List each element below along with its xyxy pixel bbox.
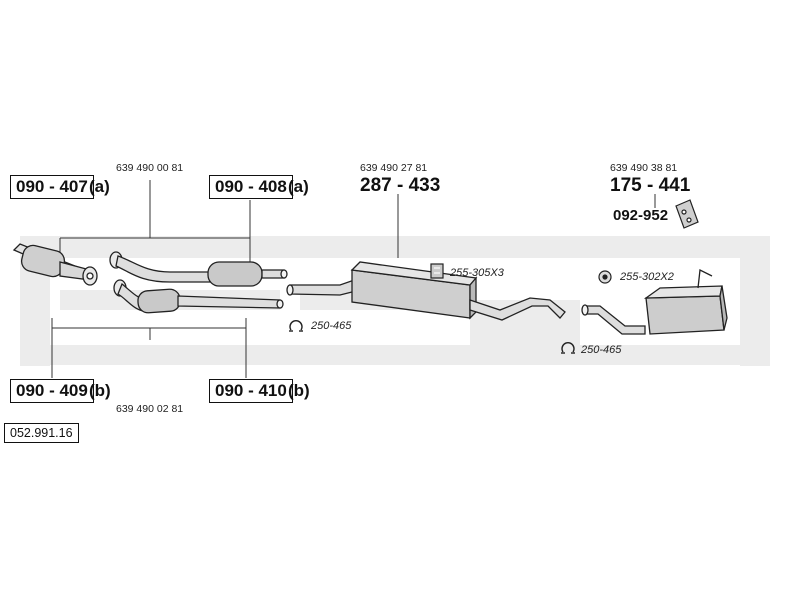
- watermark-bar-1: [20, 236, 770, 258]
- part-number-090-410[interactable]: 090 - 410: [209, 379, 293, 403]
- middle-silencer: [286, 261, 566, 321]
- reference-number: 052.991.16: [4, 423, 79, 443]
- part-number-090-408[interactable]: 090 - 408: [209, 175, 293, 199]
- part-number-092-952[interactable]: 092-952: [613, 207, 669, 224]
- part-number-175-441[interactable]: 175 - 441: [610, 175, 691, 196]
- mount-icon: [598, 270, 612, 284]
- catalytic-converter-front: [12, 243, 98, 286]
- part-number-287-433[interactable]: 287 - 433: [360, 175, 441, 196]
- clamp-icon: [289, 320, 303, 332]
- oe-number: 639 490 00 81: [116, 162, 184, 174]
- variant-label: (a): [288, 177, 309, 196]
- rear-silencer: [581, 269, 728, 335]
- variant-label: (b): [288, 381, 310, 400]
- bracket-icon: [675, 199, 699, 229]
- clamp-part-number[interactable]: 250-465: [581, 344, 622, 356]
- oe-number: 639 490 27 81: [360, 162, 428, 174]
- watermark-bar-7: [20, 345, 770, 365]
- front-pipe-a: [109, 251, 288, 287]
- mount-part-number[interactable]: 255-302X2: [620, 271, 674, 283]
- variant-label: (b): [89, 381, 111, 400]
- front-leader-lines: [51, 180, 656, 378]
- mount-part-number[interactable]: 255-305X3: [450, 267, 504, 279]
- clamp-icon: [561, 342, 575, 354]
- front-pipe-b: [113, 279, 284, 314]
- clamp-part-number[interactable]: 250-465: [311, 320, 352, 332]
- watermark-bar-6: [740, 236, 770, 366]
- oe-number: 639 490 38 81: [610, 162, 678, 174]
- mount-icon: [430, 263, 444, 279]
- part-number-090-409[interactable]: 090 - 409: [10, 379, 94, 403]
- part-number-090-407[interactable]: 090 - 407: [10, 175, 94, 199]
- variant-label: (a): [89, 177, 110, 196]
- oe-number: 639 490 02 81: [116, 403, 184, 415]
